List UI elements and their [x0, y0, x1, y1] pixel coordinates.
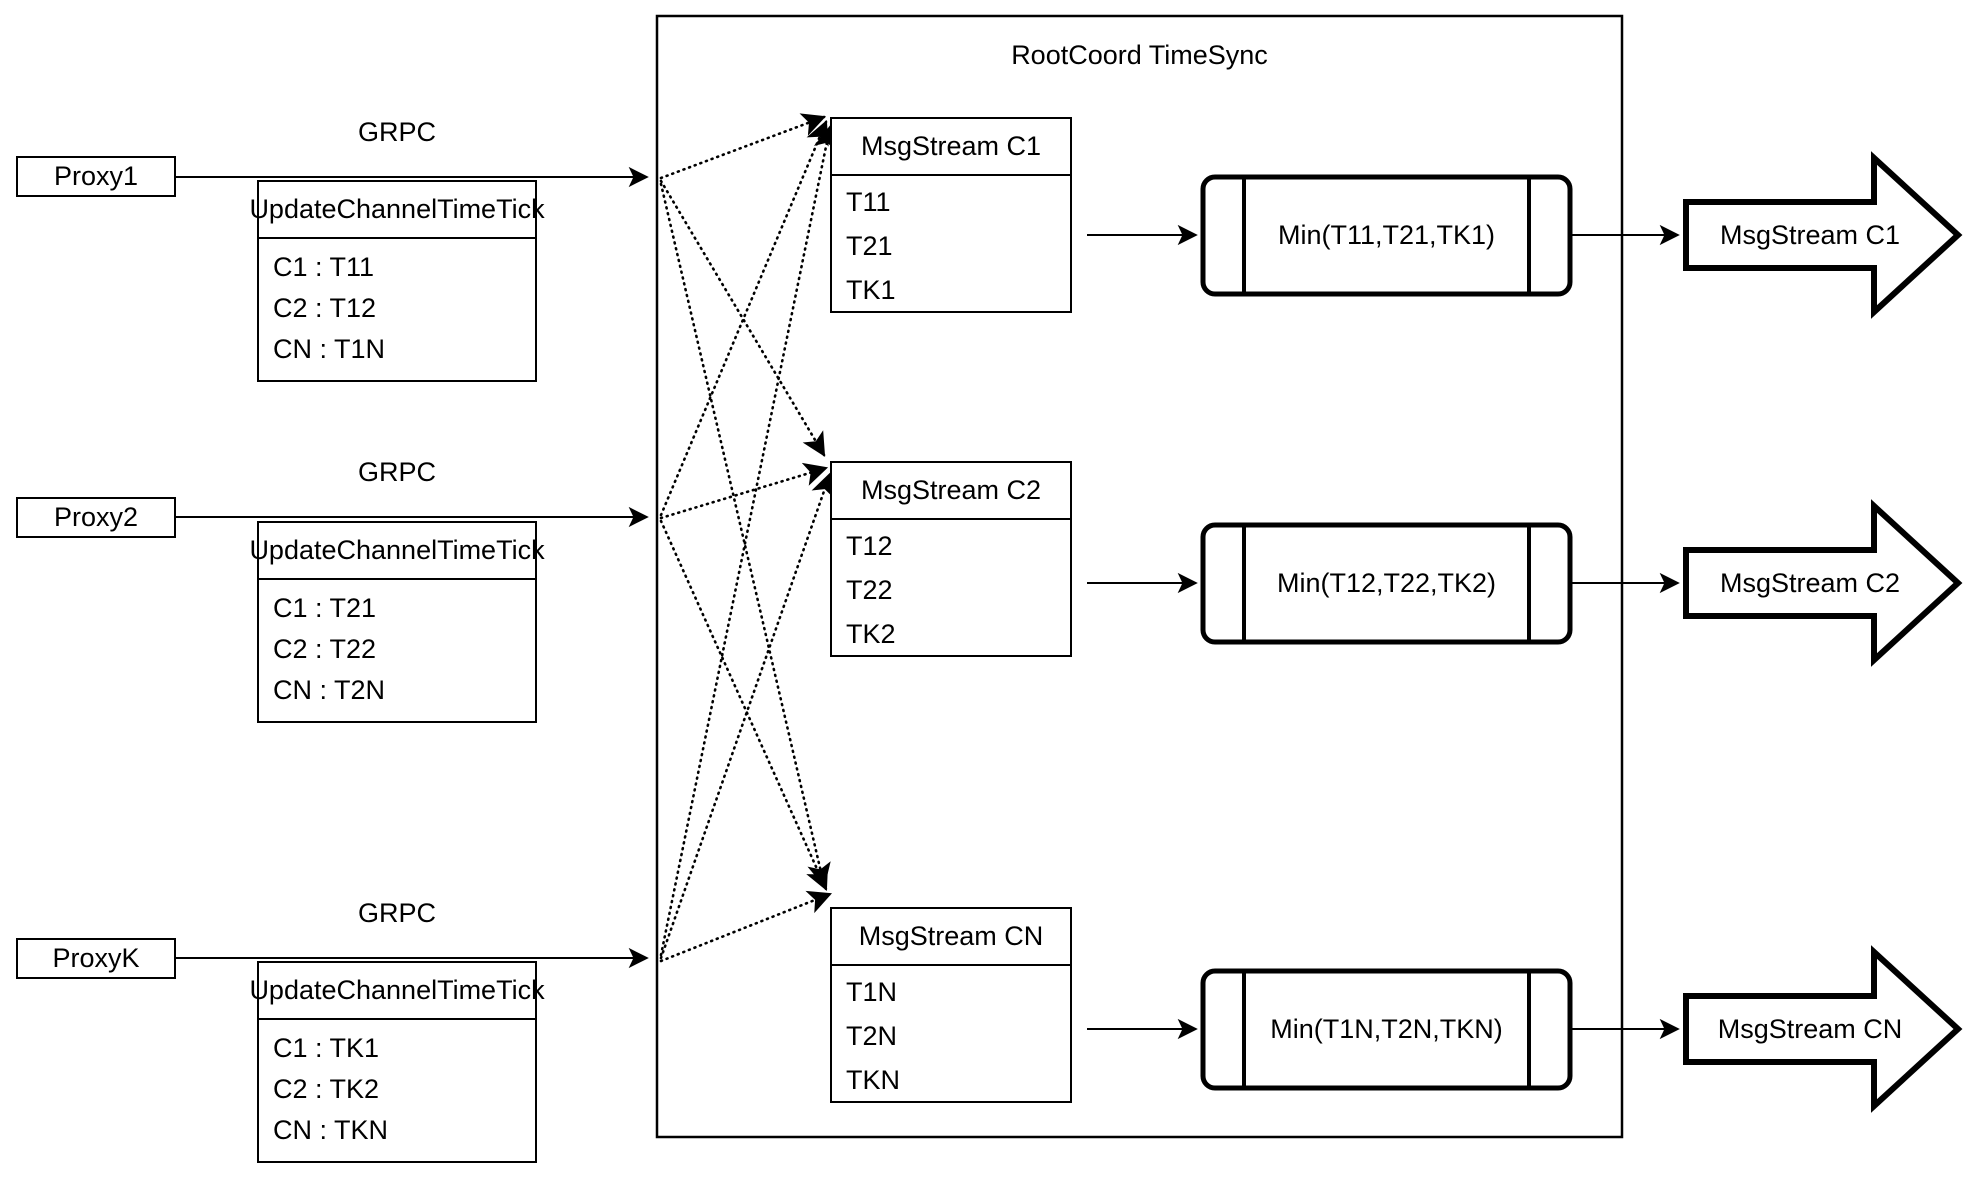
msgstream-row: TK2 [846, 618, 896, 649]
update-channel-timetick-header-k: UpdateChannelTimeTick [249, 963, 545, 1020]
update-channel-timetick-box-k[interactable]: UpdateChannelTimeTick C1 : TK1 C2 : TK2 … [249, 961, 545, 1163]
msgstream-row: T1N [846, 976, 898, 1007]
msgstream-header-cn: MsgStream CN [832, 909, 1070, 966]
update-channel-timetick-header-2: UpdateChannelTimeTick [249, 523, 545, 580]
msgstream-row: T12 [846, 530, 893, 561]
msgstream-box-cn[interactable]: MsgStream CN T1N T2N TKN [830, 907, 1072, 1103]
msgstream-row: T22 [846, 574, 893, 605]
update-channel-timetick-header-1: UpdateChannelTimeTick [249, 182, 545, 239]
msgstream-header-c2: MsgStream C2 [832, 463, 1070, 520]
grpc-label-2: GRPC [357, 456, 436, 487]
proxy-label-2: Proxy2 [53, 502, 139, 532]
proxy-box-k[interactable]: ProxyK [16, 938, 176, 979]
proxy-label-k: ProxyK [52, 943, 140, 973]
rootcoord-timesync-container [655, 14, 1624, 1139]
stream-to-process-arrows [1087, 224, 1198, 1040]
timetick-row: C1 : T11 [273, 251, 375, 282]
msgstream-box-c1[interactable]: MsgStream C1 T11 T21 TK1 [830, 117, 1072, 313]
process-label-c1: Min(T11,T21,TK1) [1277, 219, 1496, 250]
output-block-arrow-c2 [1683, 499, 1963, 667]
proxy-box-1[interactable]: Proxy1 [16, 156, 176, 197]
grpc-label-k: GRPC [357, 897, 436, 928]
timetick-row: C2 : T22 [273, 633, 377, 664]
process-to-output-arrows [1570, 224, 1680, 1040]
timetick-row: C2 : TK2 [273, 1073, 380, 1104]
msgstream-row: T11 [846, 186, 891, 217]
output-label-c1: MsgStream C1 [1719, 219, 1901, 250]
timetick-row: C2 : T12 [273, 292, 377, 323]
output-block-arrow-cn [1683, 945, 1963, 1113]
rootcoord-timesync-title: RootCoord TimeSync [1011, 39, 1268, 70]
output-label-c2: MsgStream C2 [1719, 567, 1901, 598]
grpc-label-1: GRPC [357, 116, 436, 147]
msgstream-row: T21 [846, 230, 893, 261]
msgstream-row: TKN [846, 1064, 900, 1095]
proxy-label-1: Proxy1 [53, 161, 139, 191]
process-label-c2: Min(T12,T22,TK2) [1276, 567, 1497, 598]
process-label-cn: Min(T1N,T2N,TKN) [1270, 1013, 1503, 1044]
output-block-arrow-c1 [1683, 151, 1963, 319]
update-channel-timetick-box-1[interactable]: UpdateChannelTimeTick C1 : T11 C2 : T12 … [249, 180, 545, 382]
msgstream-header-c1: MsgStream C1 [832, 119, 1070, 176]
dotted-dispatch-edges [659, 113, 838, 963]
msgstream-box-c2[interactable]: MsgStream C2 T12 T22 TK2 [830, 461, 1072, 657]
msgstream-row: TK1 [846, 274, 896, 305]
output-label-cn: MsgStream CN [1717, 1013, 1903, 1044]
proxy-box-2[interactable]: Proxy2 [16, 497, 176, 538]
timetick-row: CN : TKN [273, 1114, 389, 1145]
timetick-row: CN : T1N [273, 333, 386, 364]
timetick-row: C1 : T21 [273, 592, 377, 623]
msgstream-row: T2N [846, 1020, 898, 1051]
timetick-row: C1 : TK1 [273, 1032, 380, 1063]
timetick-row: CN : T2N [273, 674, 386, 705]
update-channel-timetick-box-2[interactable]: UpdateChannelTimeTick C1 : T21 C2 : T22 … [249, 521, 545, 723]
